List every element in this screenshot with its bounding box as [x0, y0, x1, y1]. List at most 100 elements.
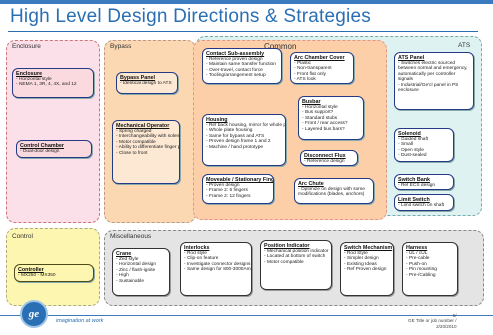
busbar-item: Horizontal style — [302, 105, 360, 110]
arc-chamber-cover-item: Non-transparent — [294, 66, 350, 71]
enclosure-box: Enclosure Horizontal style NEMA 1, 3R, 4… — [12, 68, 94, 98]
limit-switch-box: Limit Switch Limit switch on shaft — [394, 194, 454, 211]
mechanical-operator-item: Spring charged — [116, 129, 176, 134]
crane-item: Zed style — [116, 257, 166, 262]
limit-switch-title: Limit Switch — [398, 197, 430, 203]
housing-item: Same for bypass and ATS — [206, 134, 282, 139]
housing-item: Whole plate housing — [206, 128, 282, 133]
moveable-finger-title: Moveable / Stationary Finger — [206, 177, 274, 183]
switch-mechanism-item: Simpler design — [344, 256, 390, 261]
harness-item: UL / cUL — [406, 251, 454, 256]
bypass-panel-box: Bypass Panel Identical design to ATS — [116, 72, 178, 94]
mechanical-operator-item: Interchangeability with solenoid — [116, 134, 179, 139]
top-accent-bar — [0, 0, 493, 4]
crane-item: Horizontal design — [116, 262, 166, 267]
mechanical-operator-item: Motor compatible — [116, 140, 176, 145]
mechanical-operator-title: Mechanical Operator — [116, 123, 170, 129]
limit-switch-item: Limit switch on shaft — [398, 203, 450, 208]
crane-item: Sustainable — [116, 279, 166, 284]
common-region-label: Common — [264, 42, 297, 51]
ats-panel-title: ATS Panel — [398, 55, 425, 61]
housing-item: Machine / hand prototype — [206, 145, 282, 150]
switch-mechanism-item: Rod Style — [344, 251, 390, 256]
solenoid-item: Small — [398, 142, 450, 147]
controller-title: Controller — [18, 267, 44, 273]
ge-logo-icon: ge — [20, 300, 48, 328]
footer-page: 6/ — [452, 313, 457, 318]
control-region-label: Control — [12, 233, 33, 240]
crane-title: Crane — [116, 251, 132, 257]
contact-subassembly-item: Tooling/arrangement setup — [206, 73, 278, 78]
position-indicator-box: Position Indicator Mechanical position i… — [260, 240, 332, 290]
control-chamber-item: Dual-door design — [20, 149, 88, 154]
position-indicator-item: Motor compatible — [264, 260, 328, 265]
housing-item: Ref back housing, mirror for whole panel — [206, 123, 285, 128]
contact-subassembly-item: Maintain same transfer function — [206, 62, 278, 67]
solenoid-item: Open style — [398, 148, 450, 153]
misc-region-label: Miscellaneous — [110, 233, 152, 240]
ats-panel-box: ATS Panel Switches electric sourced betw… — [394, 52, 474, 110]
arc-chamber-cover-box: Arc Chamber Cover Plastic Non-transparen… — [290, 52, 354, 84]
bypass-panel-title: Bypass Panel — [120, 75, 156, 81]
footer-tagline: imagination at work — [56, 318, 104, 324]
ats-panel-item: Industrial/Ge'cl panel in PS enclosure — [398, 83, 470, 94]
solenoid-item: Dust-sealed — [398, 153, 450, 158]
interlocks-item: Rod style — [184, 251, 248, 256]
footer-date: 2/20/2010 — [436, 323, 457, 329]
arc-chute-box: Arc Chute Optimize on design with some m… — [294, 178, 374, 204]
contact-subassembly-item: Reference proven design — [206, 57, 278, 62]
switch-bank-title: Switch Bank — [398, 177, 431, 183]
crane-box: Crane Zed style Horizontal design Zinc /… — [112, 248, 170, 296]
controller-item: MX250 - MX350 — [18, 273, 90, 278]
interlocks-item: Investigate connector designs — [184, 262, 250, 267]
housing-item: Proven design frame 1 and 2 — [206, 139, 282, 144]
bypass-panel-item: Identical design to ATS — [120, 81, 174, 86]
harness-item: Push-on — [406, 262, 454, 267]
moveable-finger-item: Proven design — [206, 183, 270, 188]
mechanical-operator-item: Ability to differentiate finger position… — [116, 145, 179, 150]
enclosure-item: NEMA 1, 3R, 4, 4X, and 12 — [16, 82, 90, 87]
interlocks-title: Interlocks — [184, 245, 210, 251]
footer-title: GE Title or job number / — [408, 318, 457, 324]
disconnect-flux-box: Disconnect Flux Reference design — [300, 150, 358, 166]
housing-box: Housing Ref back housing, mirror for who… — [202, 114, 286, 166]
busbar-item: Front / rear access? — [302, 121, 360, 126]
position-indicator-item: Located at bottom of switch — [264, 254, 328, 259]
ats-region-label: ATS — [458, 42, 471, 49]
footer-rule — [0, 315, 493, 316]
moveable-finger-item: Frame 2: 6 fingers — [206, 188, 270, 193]
housing-title: Housing — [206, 117, 228, 123]
interlocks-item: Clip-on feature — [184, 256, 248, 261]
position-indicator-item: Mechanical position indicator — [264, 249, 329, 254]
bypass-region-label: Bypass — [110, 43, 132, 50]
harness-item: Pre-/Cabling — [406, 273, 454, 278]
arc-chamber-cover-item: Front flat only — [294, 72, 350, 77]
disconnect-flux-title: Disconnect Flux — [304, 153, 346, 159]
arc-chamber-cover-item: ATS look — [294, 77, 350, 82]
mechanical-operator-box: Mechanical Operator Spring charged Inter… — [112, 120, 180, 184]
arc-chamber-cover-title: Arc Chamber Cover — [294, 55, 345, 61]
solenoid-item: Guided shaft — [398, 137, 450, 142]
arc-chute-title: Arc Chute — [298, 181, 324, 187]
crane-item: High — [116, 273, 166, 278]
switch-mechanism-box: Switch Mechanism Rod Style Simpler desig… — [340, 242, 394, 296]
harness-box: Harness UL / cUL Pre-cable Push-on Pin m… — [402, 242, 458, 296]
harness-item: Pre-cable — [406, 256, 454, 261]
switch-bank-box: Switch Bank Ref ECS design — [394, 174, 454, 190]
arc-chamber-cover-item: Plastic — [294, 61, 350, 66]
crane-item: Zinc / flash-ignite — [116, 268, 166, 273]
disconnect-flux-item: Reference design — [304, 159, 354, 164]
solenoid-title: Solenoid — [398, 131, 421, 137]
solenoid-box: Solenoid Guided shaft Small Open style D… — [394, 128, 454, 162]
control-chamber-title: Control Chamber — [20, 143, 65, 149]
moveable-finger-item: Frame 2: 12 fingers — [206, 194, 270, 199]
busbar-box: Busbar Horizontal style Bus support? Sta… — [298, 96, 364, 140]
switch-mechanism-item: Existing Ideas — [344, 262, 390, 267]
busbar-item: Standard stubs — [302, 116, 360, 121]
interlocks-item: Same design for 800-3000Amp — [184, 267, 251, 272]
mechanical-operator-item: Close to front — [116, 151, 176, 156]
title-rule — [8, 31, 478, 32]
contact-subassembly-item: Over-travel, contact force — [206, 68, 278, 73]
switch-bank-item: Ref ECS design — [398, 183, 450, 188]
